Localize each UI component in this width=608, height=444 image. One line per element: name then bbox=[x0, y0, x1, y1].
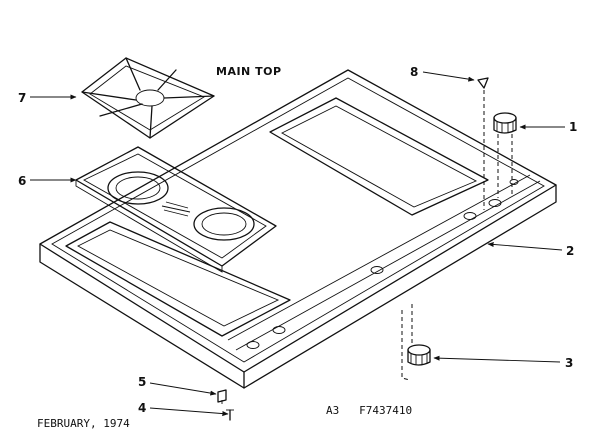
footer-code: A3 F7437410 bbox=[326, 404, 412, 417]
bracket-part bbox=[217, 389, 227, 404]
callout-3-label: 3 bbox=[565, 356, 573, 370]
knob-rear bbox=[493, 112, 517, 198]
callout-8: 8 bbox=[410, 65, 475, 82]
main-top-panel bbox=[39, 69, 557, 389]
knob-front bbox=[401, 304, 431, 381]
callout-1: 1 bbox=[519, 120, 577, 134]
callout-4-label: 4 bbox=[138, 401, 146, 415]
callout-8-label: 8 bbox=[410, 65, 418, 79]
clip-part bbox=[477, 77, 489, 210]
callout-2-label: 2 bbox=[566, 244, 574, 258]
callout-2: 2 bbox=[487, 241, 574, 258]
callout-1-label: 1 bbox=[569, 120, 577, 134]
callout-4: 4 bbox=[138, 401, 229, 417]
diagram-title: MAIN TOP bbox=[216, 65, 282, 78]
callout-7-label: 7 bbox=[18, 91, 26, 105]
burner-plate bbox=[75, 146, 277, 273]
burner-grate bbox=[81, 57, 215, 139]
screw-part bbox=[226, 409, 234, 421]
callout-6-label: 6 bbox=[18, 174, 26, 188]
callout-7: 7 bbox=[18, 91, 77, 105]
callout-6: 6 bbox=[18, 174, 77, 188]
callout-3: 3 bbox=[433, 355, 573, 370]
footer-date: FEBRUARY, 1974 bbox=[37, 417, 130, 430]
callout-5-label: 5 bbox=[138, 375, 146, 389]
callout-5: 5 bbox=[138, 375, 217, 396]
